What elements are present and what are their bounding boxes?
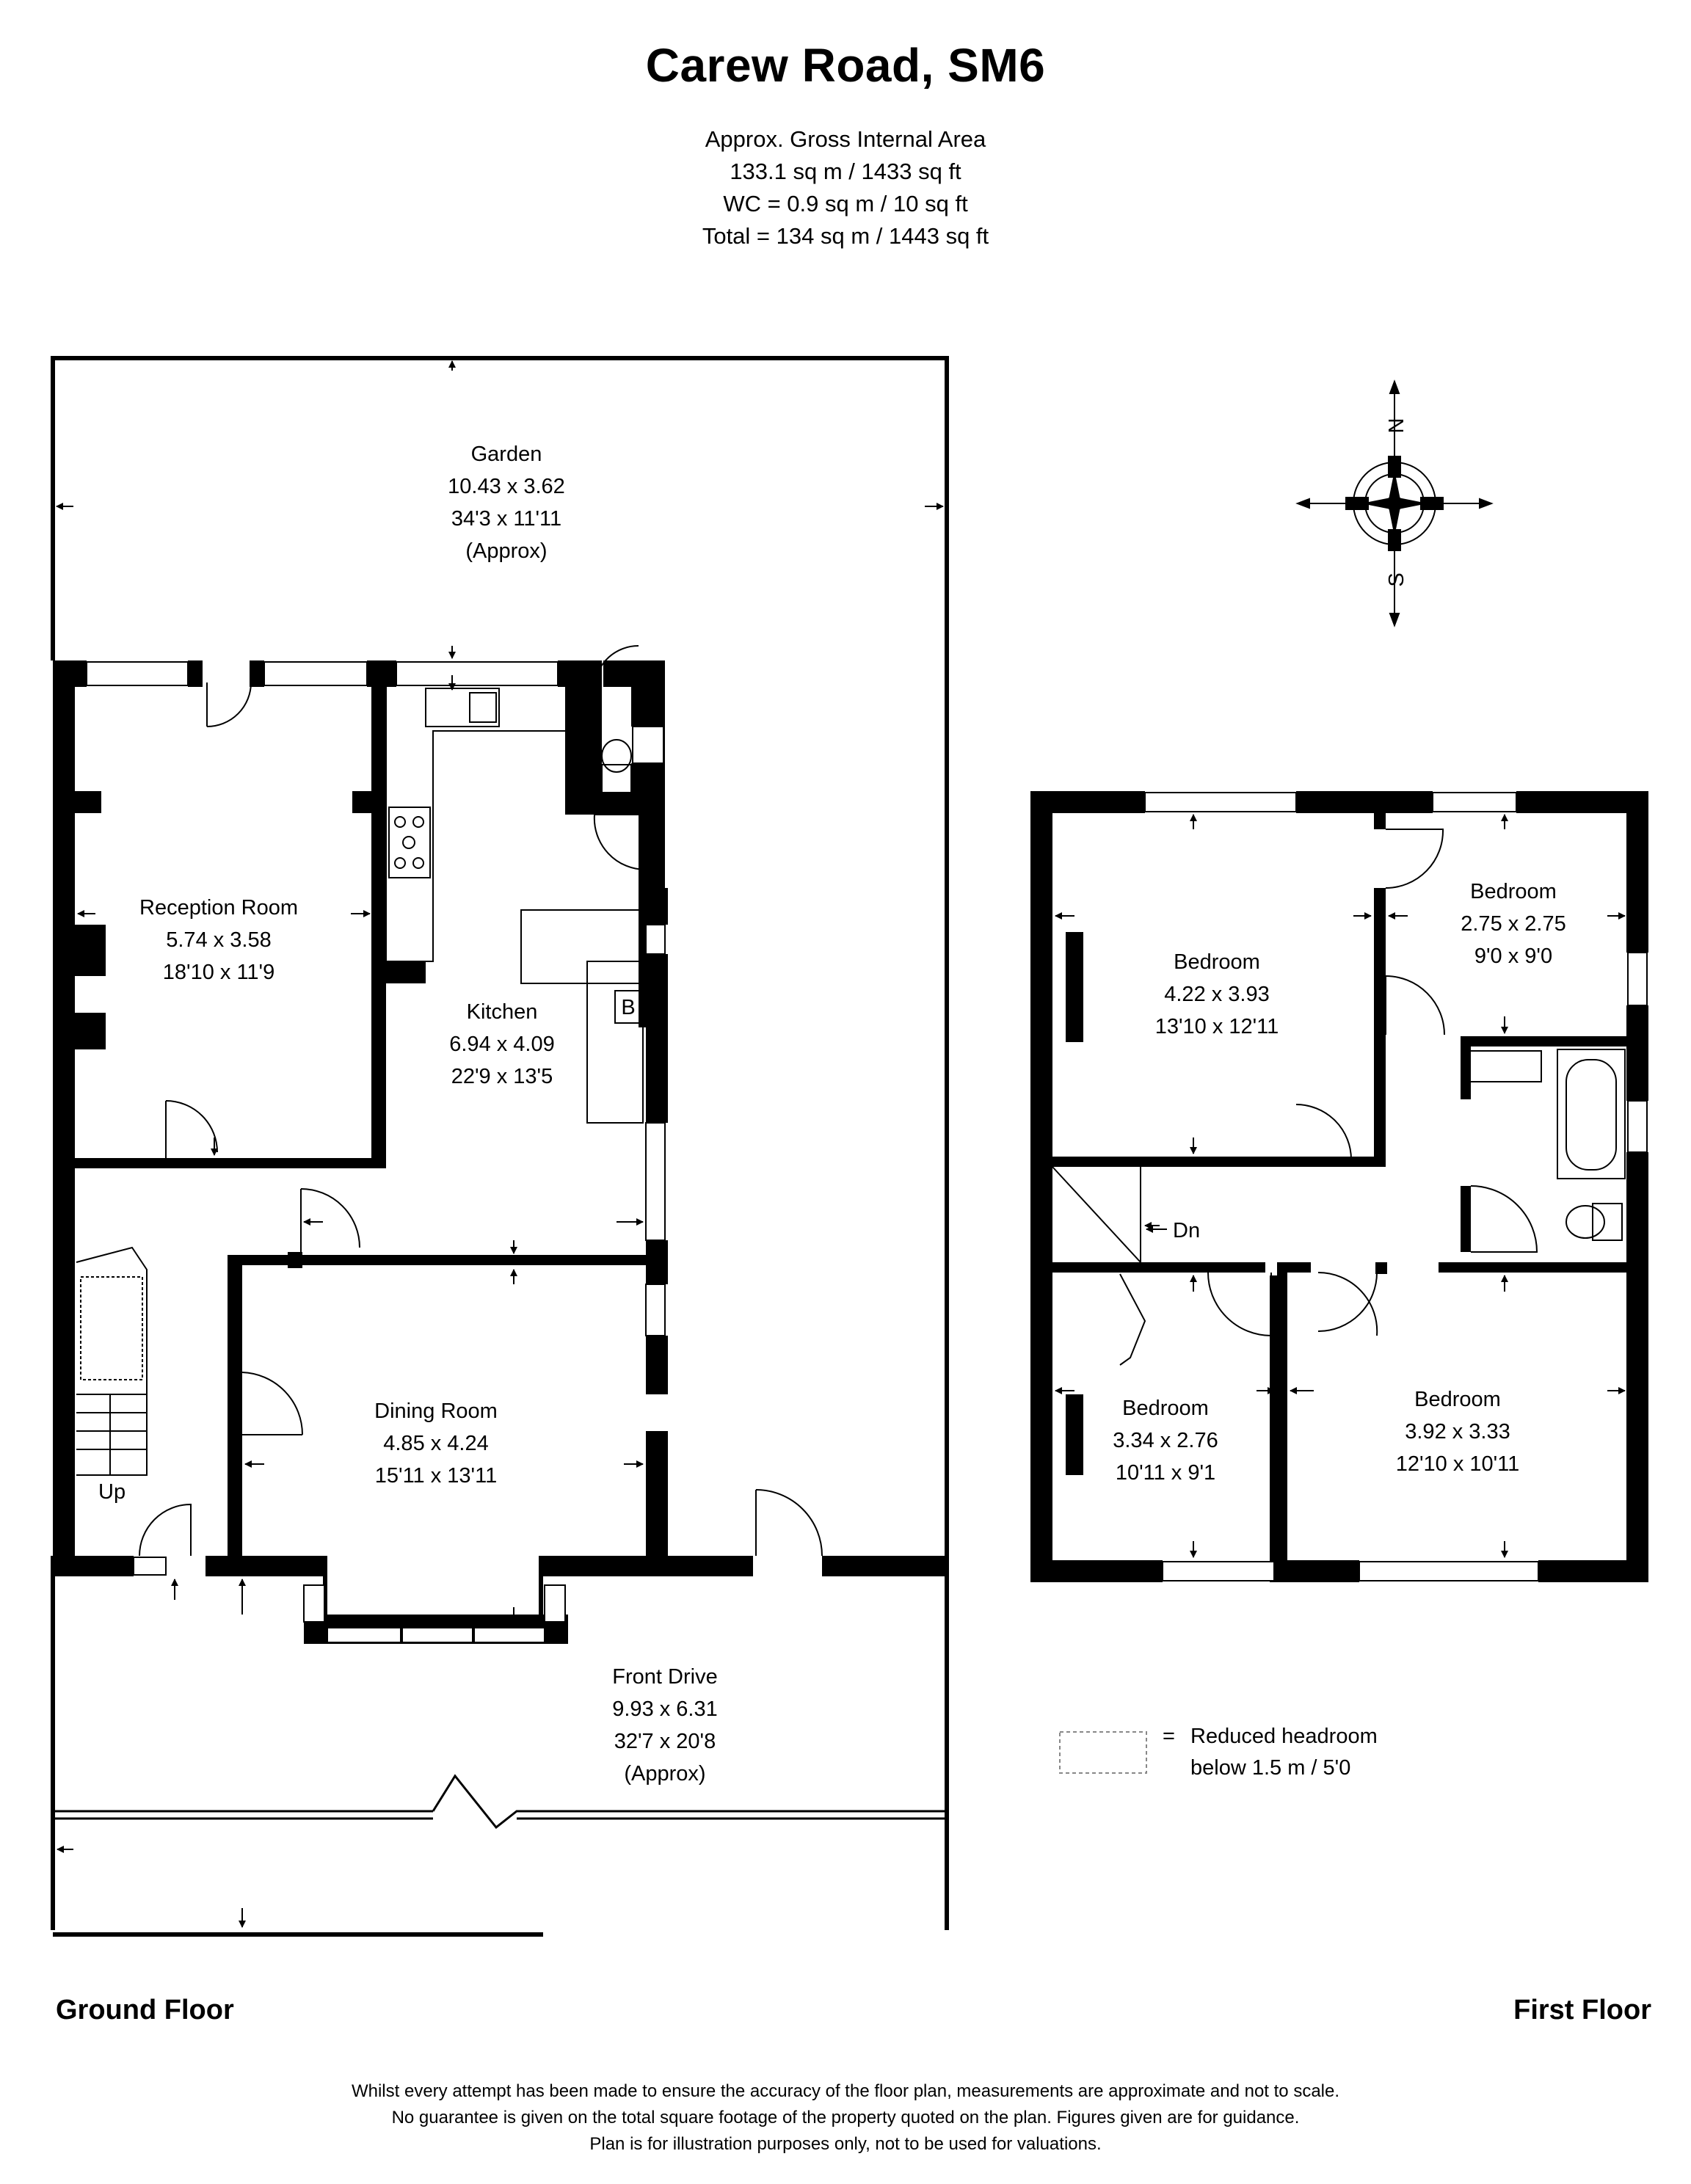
bedroom-4-name: Bedroom xyxy=(1414,1388,1501,1411)
disclaimer-line: No guarantee is given on the total squar… xyxy=(391,2108,1300,2127)
legend-equals: = xyxy=(1163,1725,1175,1748)
sink-icon xyxy=(425,688,500,727)
area-line: Approx. Gross Internal Area xyxy=(705,126,986,152)
bedroom-4-metric: 3.92 x 3.33 xyxy=(1405,1420,1510,1444)
area-line: Total = 134 sq m / 1443 sq ft xyxy=(702,223,989,249)
first-floor-doorways xyxy=(1265,1099,1472,1275)
area-summary: Approx. Gross Internal Area 133.1 sq m /… xyxy=(0,123,1691,252)
garden-imperial: 34'3 x 11'11 xyxy=(451,507,561,531)
front-drive-note: (Approx) xyxy=(624,1762,705,1786)
toilet-icon xyxy=(1592,1203,1623,1241)
ground-floor-plan: B xyxy=(51,356,949,1937)
bedroom-2-name: Bedroom xyxy=(1470,880,1557,903)
basin-icon xyxy=(1467,1050,1542,1082)
bedroom-2-imperial: 9'0 x 9'0 xyxy=(1474,944,1552,968)
bedroom-3-metric: 3.34 x 2.76 xyxy=(1113,1429,1218,1452)
kitchen-imperial: 22'9 x 13'5 xyxy=(451,1065,553,1088)
disclaimer: Whilst every attempt has been made to en… xyxy=(0,2078,1691,2158)
windows xyxy=(86,661,666,1643)
legend-line-1: Reduced headroom xyxy=(1190,1725,1378,1748)
bedroom-1-metric: 4.22 x 3.93 xyxy=(1164,983,1270,1006)
bedroom-3-name: Bedroom xyxy=(1122,1397,1209,1420)
area-line: WC = 0.9 sq m / 10 sq ft xyxy=(723,191,968,216)
dining-imperial: 15'11 x 13'11 xyxy=(375,1464,497,1488)
stairs-up-label: Up xyxy=(98,1480,126,1504)
page-title: Carew Road, SM6 xyxy=(645,39,1046,92)
first-floor-plan: Bedroom 4.22 x 3.93 13'10 x 12'11 Bedroo… xyxy=(1030,791,1648,1582)
dining-metric: 4.85 x 4.24 xyxy=(383,1432,489,1455)
garden-dimension-arrows xyxy=(56,360,944,659)
reception-name: Reception Room xyxy=(139,896,298,920)
first-floor-fixtures xyxy=(1052,1049,1626,1366)
staircase xyxy=(76,1246,148,1476)
bath-icon xyxy=(1557,1049,1626,1179)
compass-icon xyxy=(1295,379,1494,627)
plot-boundary xyxy=(51,356,949,1937)
front-drive-name: Front Drive xyxy=(612,1665,717,1689)
first-floor-walls xyxy=(1030,791,1648,1582)
first-floor-label: First Floor xyxy=(1513,1995,1651,2025)
kitchen-metric: 6.94 x 4.09 xyxy=(449,1033,555,1056)
compass-south-label: S xyxy=(1385,572,1408,586)
boiler-label: B xyxy=(621,996,635,1019)
kitchen-name: Kitchen xyxy=(467,1000,538,1024)
stairs-down-label: Dn xyxy=(1173,1219,1200,1242)
front-drive-imperial: 32'7 x 20'8 xyxy=(614,1730,716,1753)
bedroom-3-imperial: 10'11 x 9'1 xyxy=(1116,1461,1215,1485)
reception-imperial: 18'10 x 11'9 xyxy=(163,961,274,984)
disclaimer-line: Plan is for illustration purposes only, … xyxy=(589,2134,1102,2154)
boiler-icon xyxy=(614,990,642,1024)
ground-dimension-arrows xyxy=(57,675,644,1928)
reduced-headroom-swatch xyxy=(1059,1731,1147,1774)
garden-name: Garden xyxy=(471,443,542,466)
legend-line-2: below 1.5 m / 5'0 xyxy=(1190,1756,1350,1780)
house-walls xyxy=(53,660,947,1644)
dining-name: Dining Room xyxy=(374,1399,498,1423)
garden-metric: 10.43 x 3.62 xyxy=(448,475,565,498)
first-floor-door-swings xyxy=(1207,829,1538,1337)
bedroom-1-name: Bedroom xyxy=(1174,950,1260,974)
first-floor-windows xyxy=(1144,792,1648,1581)
kitchen-units xyxy=(385,687,647,1124)
disclaimer-line: Whilst every attempt has been made to en… xyxy=(351,2081,1340,2101)
bedroom-1-imperial: 13'10 x 12'11 xyxy=(1155,1015,1279,1038)
wc-toilet-icon xyxy=(601,764,632,793)
bedroom-4-imperial: 12'10 x 10'11 xyxy=(1396,1452,1520,1476)
reception-metric: 5.74 x 3.58 xyxy=(166,928,272,952)
ground-floor-label: Ground Floor xyxy=(56,1995,234,2025)
garden-note: (Approx) xyxy=(465,539,547,563)
door-swings xyxy=(139,644,823,1557)
bedroom-2-metric: 2.75 x 2.75 xyxy=(1461,912,1566,936)
compass-north-label: N xyxy=(1385,418,1408,434)
front-drive-metric: 9.93 x 6.31 xyxy=(612,1697,718,1721)
first-floor-dimension-arrows xyxy=(1055,814,1626,1558)
hob-icon xyxy=(388,807,431,878)
area-line: 133.1 sq m / 1433 sq ft xyxy=(730,159,961,184)
